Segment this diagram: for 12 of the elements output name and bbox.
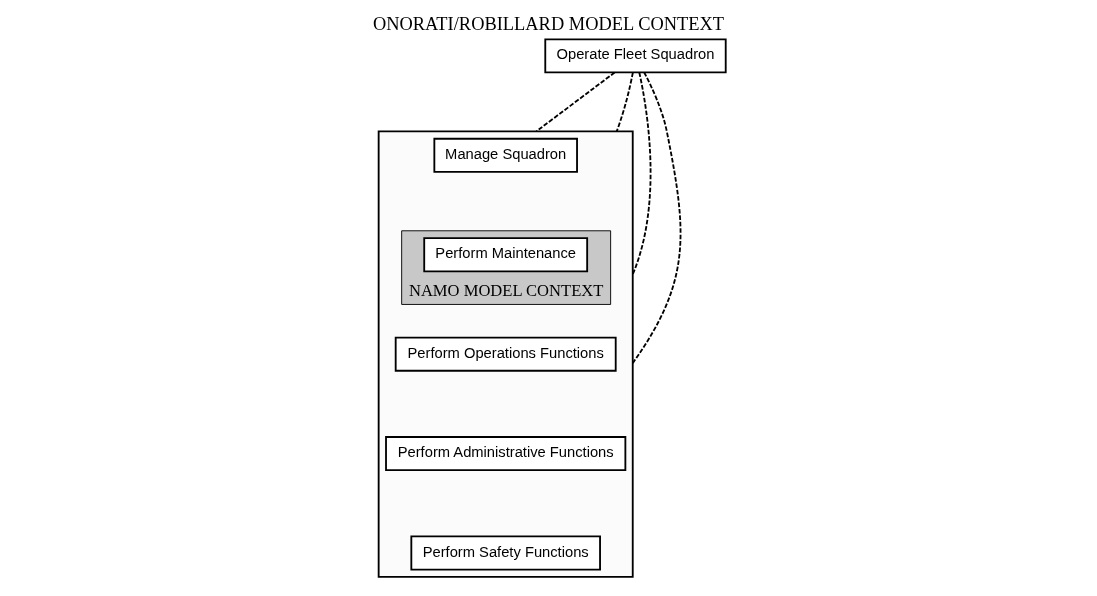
node-box: Perform Operations Functions [394,336,617,372]
connector [631,71,652,276]
node-box: Operate Fleet Squadron [544,38,727,74]
connector [615,71,634,133]
node-box: Perform Administrative Functions [385,436,627,472]
node-box: Manage Squadron [433,137,578,173]
node-box: Perform Maintenance [423,237,589,273]
diagram-title: ONORATI/ROBILLARD MODEL CONTEXT [372,14,725,35]
node-box: Perform Safety Functions [410,535,601,571]
connector [535,71,616,133]
cluster [377,130,634,578]
connector [631,71,682,365]
